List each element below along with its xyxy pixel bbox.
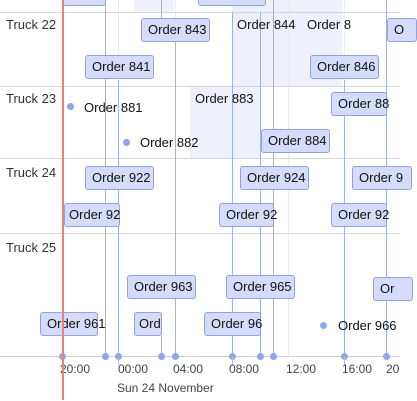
axis-tick-label: 20 xyxy=(386,362,400,376)
dependency-line xyxy=(161,336,162,356)
milestone-marker[interactable] xyxy=(320,322,327,329)
task-order-961[interactable]: Order 961 xyxy=(40,312,106,336)
label-order-845: Order 8 xyxy=(307,17,352,32)
axis-dependency-dot xyxy=(158,353,165,360)
task-order-964[interactable]: Order 96 xyxy=(204,312,262,336)
axis-dependency-dot xyxy=(257,353,264,360)
background-band xyxy=(190,86,260,158)
task-order-841[interactable]: Order 841 xyxy=(85,55,154,79)
axis-dependency-dot xyxy=(172,353,179,360)
task-order-846[interactable]: Order 846 xyxy=(310,55,379,79)
dependency-line xyxy=(161,0,162,20)
task-order-967[interactable]: Or xyxy=(373,277,413,301)
milestone-order-881: Order 881 xyxy=(84,100,143,115)
lane-label-truck-22: Truck 22 xyxy=(6,17,57,32)
lane-label-truck-24: Truck 24 xyxy=(6,165,57,180)
task-order-922[interactable]: Order 922 xyxy=(85,166,154,190)
task-order-923[interactable]: Order 92 xyxy=(219,203,277,227)
lane-separator xyxy=(0,86,400,87)
current-time-line xyxy=(62,0,64,400)
gantt-chart: Truck 22 Truck 23 Truck 24 Truck 25 Orde… xyxy=(0,0,417,356)
task-clipped-top[interactable] xyxy=(62,0,106,6)
task-order-843[interactable]: Order 843 xyxy=(141,18,210,42)
task-order-925[interactable]: Order 92 xyxy=(331,203,389,227)
dependency-line xyxy=(175,42,176,356)
axis-dependency-dot xyxy=(341,353,348,360)
axis-tick-label: 08:00 xyxy=(229,362,260,376)
task-order-965[interactable]: Order 965 xyxy=(226,275,295,299)
time-axis: 20:00 00:00 04:00 08:00 12:00 16:00 20 S… xyxy=(0,353,400,401)
lane-label-truck-25: Truck 25 xyxy=(6,240,57,255)
background-band xyxy=(134,0,174,12)
lane-separator xyxy=(0,158,400,159)
axis-tick-label: 00:00 xyxy=(118,362,149,376)
label-order-883: Order 883 xyxy=(195,91,254,106)
task-order-921[interactable]: Order 92 xyxy=(64,203,120,227)
axis-dependency-dot xyxy=(102,353,109,360)
lane-separator xyxy=(0,12,400,13)
task-order-884[interactable]: Order 884 xyxy=(261,129,330,153)
lane-label-truck-23: Truck 23 xyxy=(6,91,57,106)
milestone-marker[interactable] xyxy=(67,103,74,110)
milestone-order-966: Order 966 xyxy=(338,318,397,333)
task-order-847[interactable]: O xyxy=(387,18,417,42)
axis-tick-label: 16:00 xyxy=(342,362,373,376)
label-order-844: Order 844 xyxy=(237,17,296,32)
axis-tick-label: 12:00 xyxy=(286,362,317,376)
axis-dependency-dot xyxy=(229,353,236,360)
axis-tick xyxy=(118,357,119,365)
lane-separator xyxy=(0,233,400,234)
axis-dependency-dot xyxy=(115,353,122,360)
milestone-marker[interactable] xyxy=(123,139,130,146)
task-order-963[interactable]: Order 963 xyxy=(127,275,196,299)
task-order-924[interactable]: Order 924 xyxy=(240,166,309,190)
task-order-926[interactable]: Order 9 xyxy=(352,166,412,190)
axis-tick xyxy=(232,357,233,365)
task-order-962[interactable]: Ord xyxy=(134,312,162,336)
axis-tick xyxy=(344,357,345,365)
task-clipped-top[interactable] xyxy=(198,0,266,6)
milestone-order-882: Order 882 xyxy=(140,135,199,150)
axis-tick-label: 04:00 xyxy=(173,362,204,376)
axis-date-label: Sun 24 November xyxy=(117,381,214,395)
axis-dependency-dot xyxy=(383,353,390,360)
dependency-line xyxy=(232,12,233,356)
axis-tick-label: 20:00 xyxy=(60,362,91,376)
task-order-886[interactable]: Order 88 xyxy=(331,92,389,116)
axis-dependency-dot xyxy=(270,353,277,360)
